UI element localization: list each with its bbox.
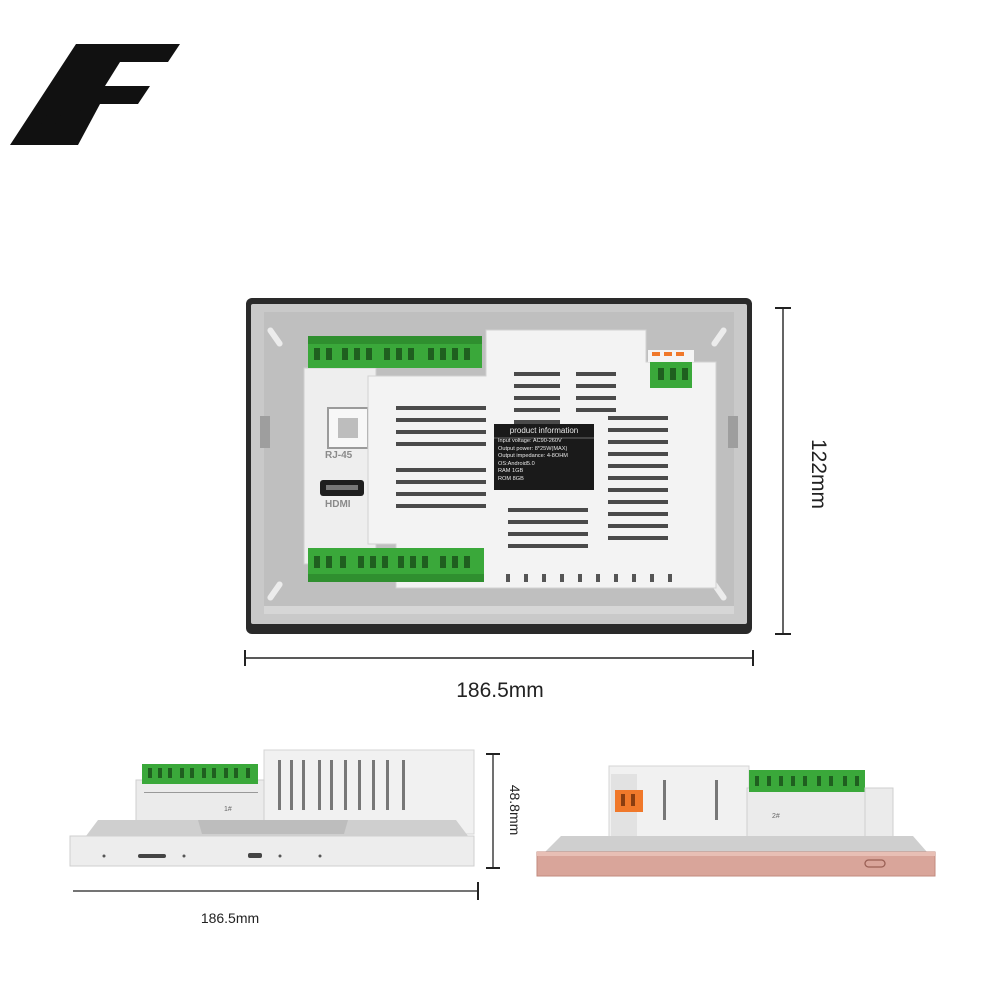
side-width-dimension-label: 186.5mm <box>200 910 260 926</box>
height-dimension-line <box>775 307 791 635</box>
device-back-view <box>246 298 752 634</box>
width-dimension-line <box>244 650 754 666</box>
side-left-group-label: 1# <box>224 806 232 813</box>
hdmi-label: HDMI <box>325 499 351 510</box>
device-side-view-right <box>535 760 937 878</box>
side-width-dimension-line <box>72 882 482 900</box>
product-label-line: OS:Android5.0 <box>498 460 535 467</box>
product-label <box>494 424 594 490</box>
orange-terminal <box>615 790 643 812</box>
product-label-line: Output impedance: 4-8OHM <box>498 453 568 460</box>
depth-dimension-label: 48.8mm <box>507 784 523 836</box>
top-terminal-block <box>308 336 482 368</box>
power-button-icon <box>864 859 886 868</box>
side-right-group-label: 2# <box>772 813 780 820</box>
rj45-port-icon <box>327 407 369 449</box>
af-logo-icon <box>10 44 180 145</box>
product-label-title: product information <box>509 426 579 435</box>
product-label-text: product information Input voltage: AC90-… <box>495 425 593 489</box>
bottom-terminal-block <box>308 548 484 582</box>
depth-dimension-line <box>486 753 500 869</box>
product-label-line: ROM 8GB <box>498 475 524 482</box>
rj45-label: RJ-45 <box>325 450 353 461</box>
brand-logo <box>8 42 183 147</box>
device-side-view-left <box>68 748 478 868</box>
product-label-line: Input voltage: AC90-260V <box>498 438 562 444</box>
height-dimension-label: 122mm <box>807 438 830 510</box>
product-label-line: RAM 1GB <box>498 468 524 475</box>
width-dimension-label: 186.5mm <box>456 679 544 702</box>
product-label-line: Output power: 8*25W(MAX) <box>498 445 568 452</box>
